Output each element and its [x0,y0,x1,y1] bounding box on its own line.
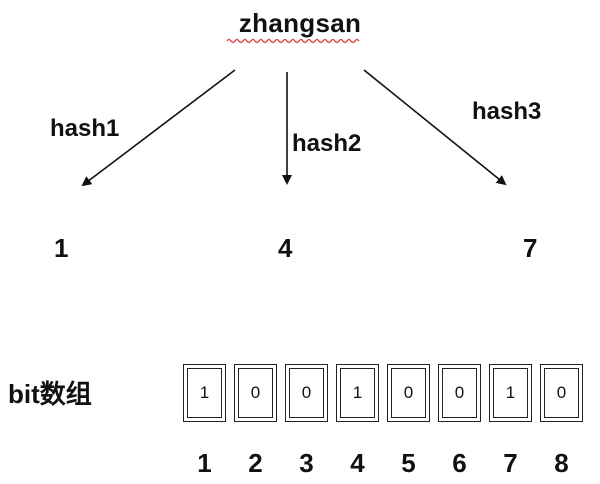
spellcheck-underline [227,38,360,44]
bit-index-5: 5 [401,448,416,478]
bit-value: 1 [340,368,375,418]
bit-index-2: 2 [248,448,263,478]
hash1-arrow [81,69,236,187]
bit-cell-8: 0 [540,364,583,422]
bit-cell-6: 0 [438,364,481,422]
hash2-result: 4 [278,233,293,263]
hash1-result: 1 [54,233,69,263]
bit-value: 0 [442,368,477,418]
bit-cell-1: 1 [183,364,226,422]
bit-value: 1 [187,368,222,418]
bit-cell-3: 0 [285,364,328,422]
hash2-label: hash2 [292,130,362,157]
bit-index-3: 3 [299,448,314,478]
hash3-result: 7 [523,233,538,263]
bit-value: 0 [238,368,273,418]
bit-cell-4: 1 [336,364,379,422]
bit-index-4: 4 [350,448,365,478]
bit-cell-7: 1 [489,364,532,422]
hash3-label: hash3 [472,98,542,125]
hash1-label: hash1 [50,115,120,142]
bit-index-1: 1 [197,448,212,478]
bit-index-7: 7 [503,448,518,478]
bit-value: 1 [493,368,528,418]
hash3-arrow [363,69,507,186]
bit-value: 0 [544,368,579,418]
bit-value: 0 [289,368,324,418]
bit-value: 0 [391,368,426,418]
bit-index-8: 8 [554,448,569,478]
bit-cell-2: 0 [234,364,277,422]
bit-cell-5: 0 [387,364,430,422]
bit-index-6: 6 [452,448,467,478]
bit-array-label: bit数组 [8,379,92,409]
input-key: zhangsan [238,8,362,38]
